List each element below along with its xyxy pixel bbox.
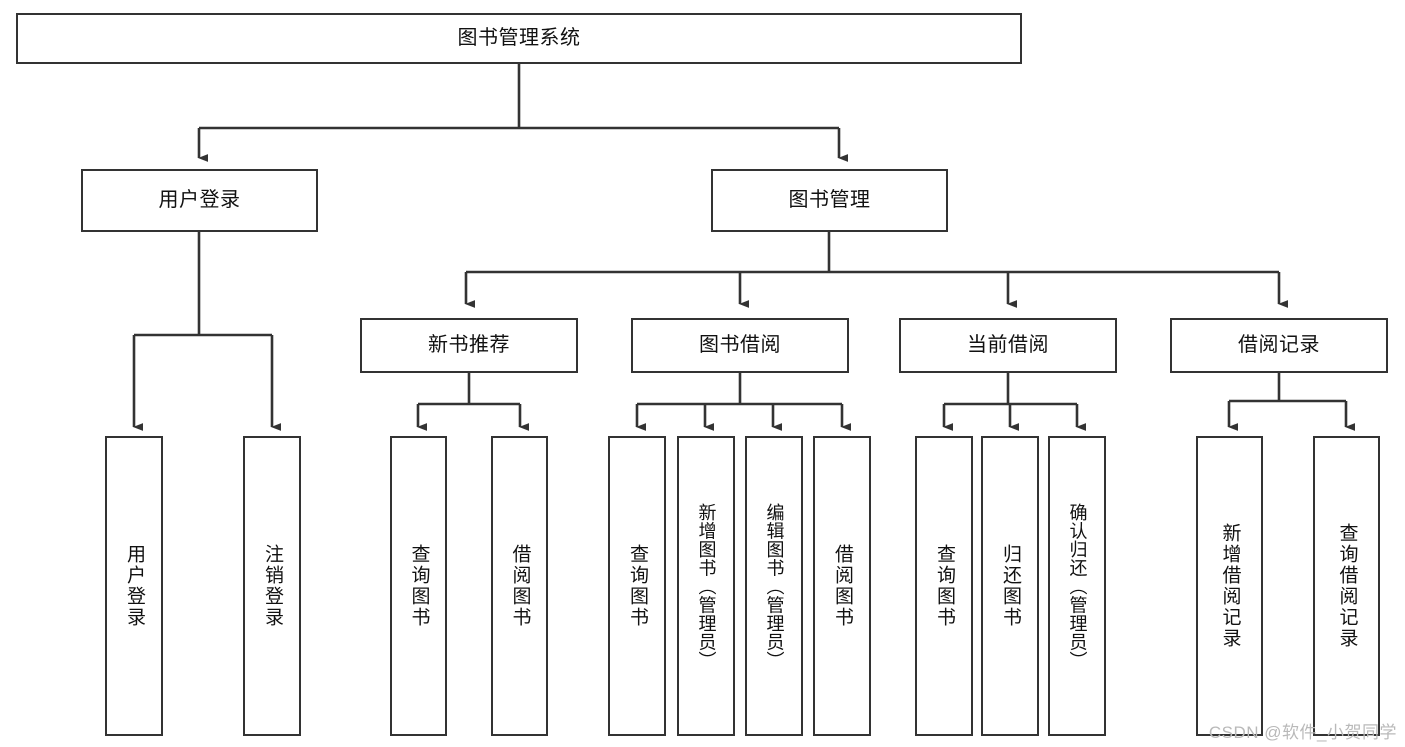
node-new-book-recommend[interactable]: 新书推荐	[360, 318, 578, 373]
node-user-login[interactable]: 用户登录	[81, 169, 318, 232]
node-new-book-recommend-label: 新书推荐	[428, 334, 510, 356]
node-leaf-logout-login[interactable]: 注销登录	[243, 436, 301, 736]
node-book-borrow[interactable]: 图书借阅	[631, 318, 849, 373]
node-leaf-borrow-book-recommend[interactable]: 借阅图书	[491, 436, 548, 736]
node-leaf-confirm-return-admin[interactable]: 确认归还（管理员）	[1048, 436, 1106, 736]
node-leaf-user-login-label: 用户登录	[123, 544, 145, 628]
node-leaf-query-book-current-label: 查询图书	[933, 544, 955, 628]
node-book-manage-label: 图书管理	[788, 189, 871, 211]
node-leaf-query-book-recommend[interactable]: 查询图书	[390, 436, 447, 736]
node-current-borrow-label: 当前借阅	[967, 334, 1049, 356]
node-leaf-borrow-book-borrow-label: 借阅图书	[831, 544, 853, 628]
node-user-login-label: 用户登录	[158, 189, 241, 211]
node-leaf-return-book[interactable]: 归还图书	[981, 436, 1039, 736]
node-leaf-query-borrow-record[interactable]: 查询借阅记录	[1313, 436, 1380, 736]
node-leaf-query-book-recommend-label: 查询图书	[408, 544, 430, 628]
node-leaf-confirm-return-admin-label: 确认归还（管理员）	[1067, 502, 1088, 670]
node-book-manage[interactable]: 图书管理	[711, 169, 948, 232]
node-leaf-add-book-admin[interactable]: 新增图书（管理员）	[677, 436, 735, 736]
node-leaf-query-book-borrow-label: 查询图书	[626, 544, 648, 628]
node-leaf-add-borrow-record[interactable]: 新增借阅记录	[1196, 436, 1263, 736]
node-leaf-user-login[interactable]: 用户登录	[105, 436, 163, 736]
node-leaf-borrow-book-recommend-label: 借阅图书	[509, 544, 531, 628]
node-leaf-borrow-book-borrow[interactable]: 借阅图书	[813, 436, 871, 736]
node-leaf-edit-book-admin-label: 编辑图书（管理员）	[764, 502, 785, 670]
node-leaf-add-borrow-record-label: 新增借阅记录	[1219, 523, 1241, 649]
node-borrow-record-label: 借阅记录	[1238, 334, 1320, 356]
node-leaf-add-book-admin-label: 新增图书（管理员）	[696, 502, 717, 670]
node-leaf-logout-login-label: 注销登录	[261, 544, 283, 628]
node-leaf-edit-book-admin[interactable]: 编辑图书（管理员）	[745, 436, 803, 736]
node-current-borrow[interactable]: 当前借阅	[899, 318, 1117, 373]
node-root-system-label: 图书管理系统	[457, 27, 581, 49]
node-leaf-query-borrow-record-label: 查询借阅记录	[1336, 523, 1358, 649]
node-leaf-query-book-borrow[interactable]: 查询图书	[608, 436, 666, 736]
node-leaf-query-book-current[interactable]: 查询图书	[915, 436, 973, 736]
node-borrow-record[interactable]: 借阅记录	[1170, 318, 1388, 373]
node-book-borrow-label: 图书借阅	[699, 334, 781, 356]
node-root-system[interactable]: 图书管理系统	[16, 13, 1022, 64]
node-leaf-return-book-label: 归还图书	[999, 544, 1021, 628]
